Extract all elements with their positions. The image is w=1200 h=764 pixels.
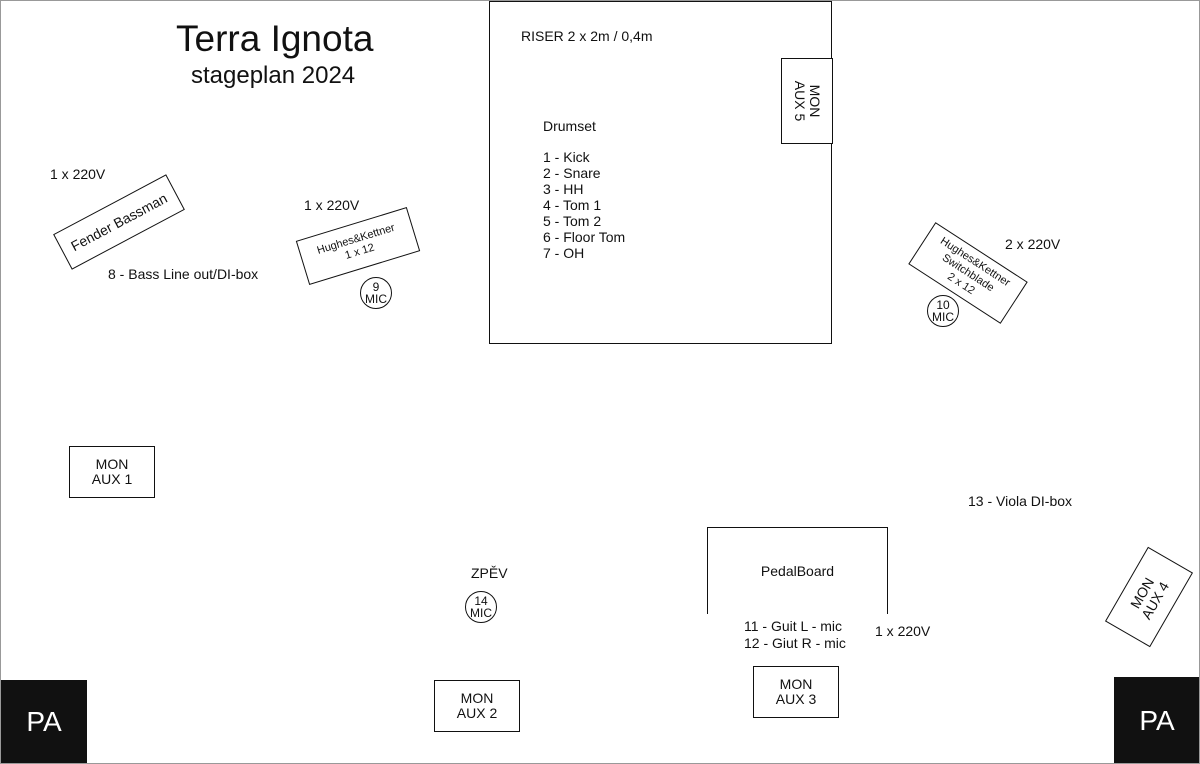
mic-label: MIC: [470, 606, 492, 620]
vocal-label: ZPĚV: [471, 565, 508, 581]
pa-speaker-left: PA: [1, 680, 87, 763]
monitor-label: MON: [95, 456, 129, 472]
guitar2-power-label: 2 x 220V: [1005, 236, 1061, 252]
mic-number: 10: [936, 298, 950, 312]
monitor-label: MON: [460, 690, 494, 706]
mic-14: 14 MIC: [465, 591, 497, 623]
guitar1-power-label: 1 x 220V: [304, 197, 360, 213]
amp-fender-bassman: Fender Bassman: [53, 174, 185, 270]
bass-di-label: 8 - Bass Line out/DI-box: [108, 266, 259, 282]
drum-channel: 3 - HH: [543, 181, 584, 197]
drum-channel: 6 - Floor Tom: [543, 229, 626, 245]
monitor-aux-1: MON AUX 1: [69, 446, 155, 498]
monitor-aux-5: MON AUX 5: [781, 58, 833, 144]
monitor-aux-label: AUX 5: [792, 80, 808, 122]
drum-channel: 4 - Tom 1: [543, 197, 602, 213]
drum-riser: [489, 1, 832, 344]
monitor-aux-label: AUX 1: [91, 471, 133, 487]
riser-label: RISER 2 x 2m / 0,4m: [521, 28, 653, 44]
monitor-label: MON: [779, 676, 813, 692]
mic-label: MIC: [932, 310, 954, 324]
drumset-title: Drumset: [543, 118, 596, 134]
pedalboard-power-label: 1 x 220V: [875, 623, 931, 639]
drum-channel: 1 - Kick: [543, 149, 590, 165]
monitor-aux-label: AUX 2: [456, 705, 498, 721]
monitor-aux-3: MON AUX 3: [753, 666, 839, 718]
drum-channel: 2 - Snare: [543, 165, 601, 181]
amp-hughes-kettner-1x12: Hughes&Kettner 1 x 12: [295, 207, 421, 285]
monitor-aux-2: MON AUX 2: [434, 680, 520, 732]
drum-channel: 5 - Tom 2: [543, 213, 602, 229]
pa-label: PA: [26, 706, 62, 737]
pedalboard-label: PedalBoard: [760, 563, 835, 579]
pa-label: PA: [1139, 704, 1175, 736]
mic-10: 10 MIC: [927, 295, 959, 327]
guitar-l-input-label: 11 - Guit L - mic: [744, 618, 843, 634]
monitor-aux-4: MON AUX 4: [1104, 546, 1194, 648]
monitor-label: MON: [807, 84, 823, 118]
pedalboard: PedalBoard: [707, 527, 888, 614]
mic-label: MIC: [365, 292, 387, 306]
amp-label: Fender Bassman: [68, 189, 170, 255]
mic-9: 9 MIC: [360, 277, 392, 309]
pa-speaker-right: PA: [1114, 677, 1199, 763]
guitar-r-input-label: 12 - Giut R - mic: [744, 635, 846, 651]
viola-di-label: 13 - Viola DI-box: [968, 493, 1073, 509]
page-title: Terra Ignota: [176, 18, 374, 59]
drum-channel: 7 - OH: [543, 245, 585, 261]
mic-number: 14: [474, 594, 488, 608]
drumset-channel-list: 1 - Kick 2 - Snare 3 - HH 4 - Tom 1 5 - …: [543, 149, 625, 261]
mic-number: 9: [372, 280, 380, 294]
page-subtitle: stageplan 2024: [191, 62, 356, 89]
monitor-aux-label: AUX 3: [775, 691, 817, 707]
bass-power-label: 1 x 220V: [50, 166, 106, 182]
